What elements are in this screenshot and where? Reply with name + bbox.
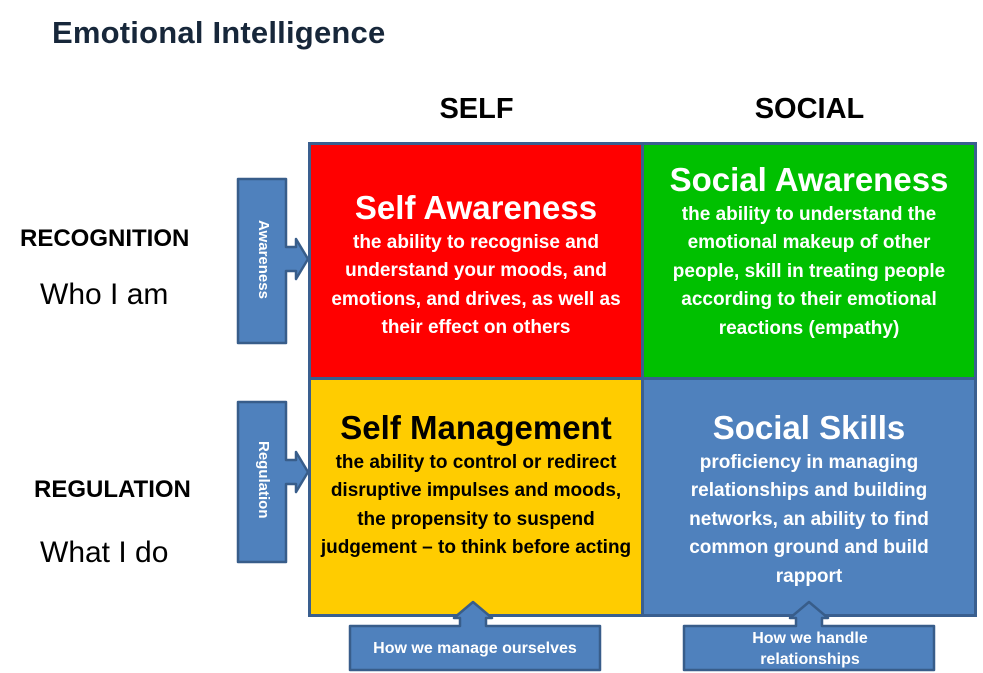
manage-ourselves-arrow-icon (348, 600, 602, 672)
awareness-label: Awareness (255, 219, 272, 299)
manage-ourselves-label: How we manage ourselves (373, 640, 577, 657)
quadrant-description: proficiency in managing relationships an… (689, 451, 929, 587)
row-header-recognition: RECOGNITION (20, 225, 190, 252)
row-subheader-who-i-am: Who I am (40, 278, 169, 311)
page-title: Emotional Intelligence (52, 15, 386, 50)
handle-relationships-arrow-icon (682, 600, 936, 672)
quadrant-title: Self Awareness (354, 189, 598, 226)
column-header-self: SELF (439, 93, 514, 125)
quadrant-description: the ability to control or redirect disru… (320, 451, 632, 559)
quadrant-self-management: Self Management the ability to control o… (308, 377, 644, 617)
awareness-arrow-icon (236, 177, 310, 345)
quadrant-title: Social Awareness (669, 161, 949, 198)
regulation-label: Regulation (255, 441, 272, 519)
quadrant-social-awareness: Social Awareness the ability to understa… (641, 142, 977, 380)
quadrant-title: Self Management (340, 409, 612, 446)
regulation-arrow-icon (236, 400, 310, 564)
row-subheader-what-i-do: What I do (40, 536, 169, 569)
handle-relationships-label: How we handle relationships (752, 630, 868, 668)
quadrant-description: the ability to recognise and understand … (331, 231, 621, 339)
quadrant-title: Social Skills (712, 409, 906, 446)
quadrant-description: the ability to understand the emotional … (672, 203, 946, 339)
quadrant-self-awareness: Self Awareness the ability to recognise … (308, 142, 644, 380)
row-header-regulation: REGULATION (34, 476, 191, 503)
quadrant-social-skills: Social Skills proficiency in managing re… (641, 377, 977, 617)
column-header-social: SOCIAL (754, 93, 865, 125)
